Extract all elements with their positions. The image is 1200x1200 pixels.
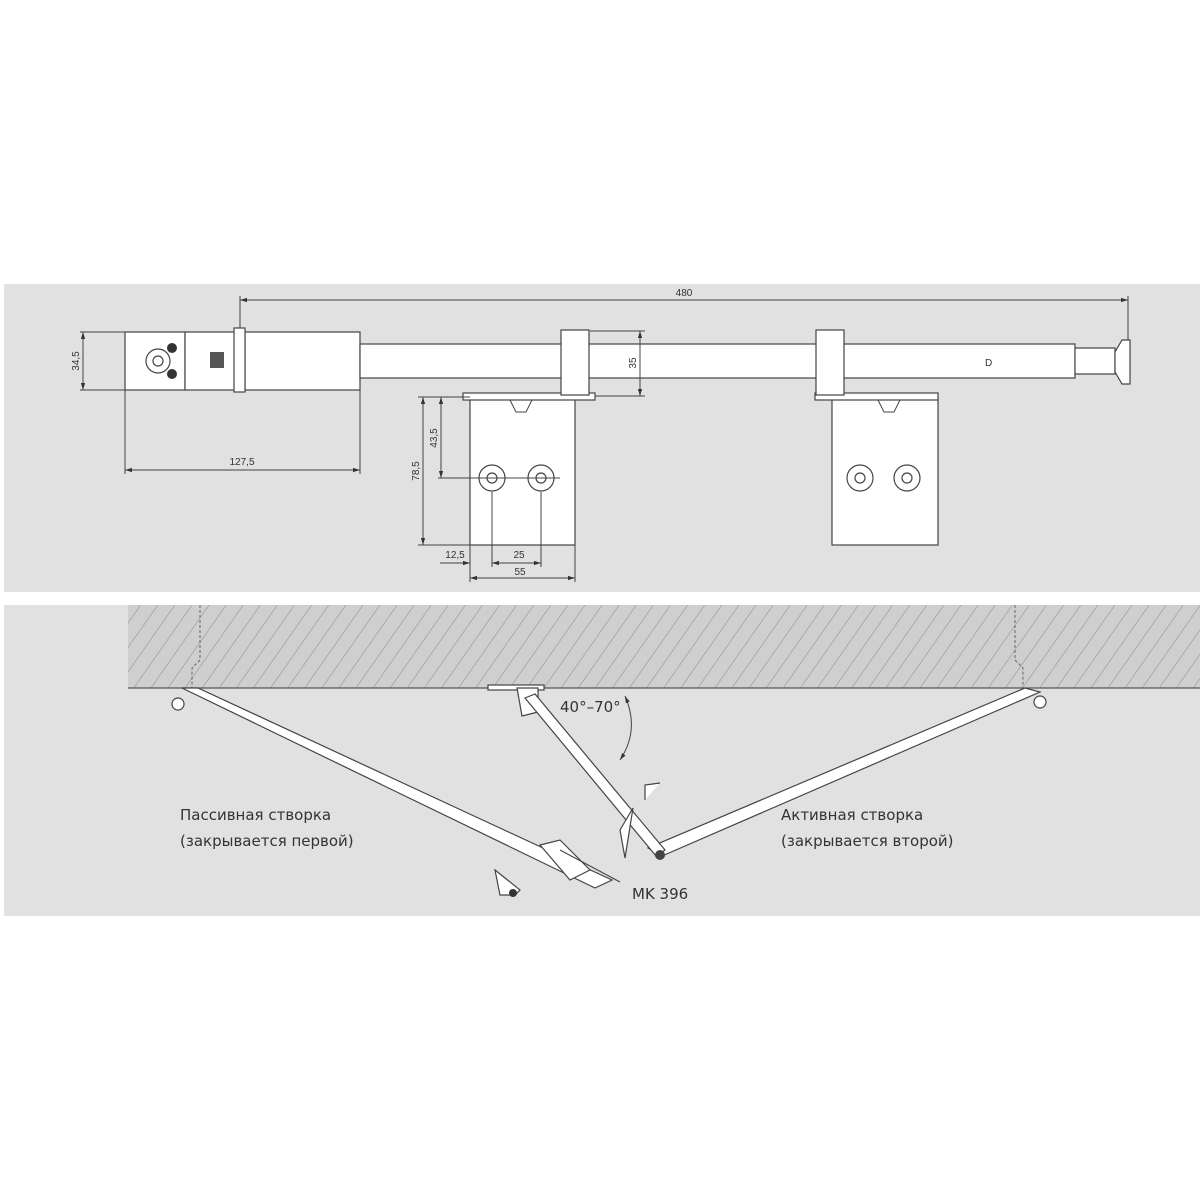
top-view-panel: 480 D [4,284,1200,592]
dimension-bracket-width: 55 [470,545,576,582]
end-mark: D [985,358,992,369]
hinge-left [171,697,185,711]
dimension-hole-spacing: 25 [491,492,542,567]
dimension-hole-offset: 43,5 [429,397,560,479]
svg-text:12,5: 12,5 [445,550,465,561]
coordinator-arm [487,684,666,860]
model-label: MK 396 [632,885,688,903]
passive-leaf-note: (закрывается первой) [180,832,354,850]
plan-view-panel: 40°–70° Пассивная створка (закрывается п… [4,605,1200,916]
dimension-total-length: 480 [239,288,1129,340]
bracket-1 [462,329,596,546]
passive-leaf [181,687,614,889]
dimension-bar-height: 35 [590,330,645,397]
dimension-edge-offset: 12,5 [440,545,471,582]
active-leaf-label: Активная створка [781,806,923,824]
svg-text:40°–70°: 40°–70° [560,698,621,716]
dimension-bracket-height: 78,5 [411,396,470,546]
dimension-height-left: 34,5 [71,331,125,391]
closer-left-assembly [124,327,361,393]
guide-bar [359,343,1076,379]
svg-text:34,5: 34,5 [71,351,82,371]
svg-text:43,5: 43,5 [429,428,440,448]
svg-text:55: 55 [514,567,526,578]
passive-leaf-label: Пассивная створка [180,806,331,824]
bracket-2 [814,329,939,546]
svg-text:35: 35 [628,357,639,369]
angle-indicator: 40°–70° [560,695,632,761]
wall-frame [128,605,1200,688]
hinge-right [1033,695,1047,709]
svg-text:480: 480 [676,288,693,299]
mk396-bracket [494,839,621,897]
svg-text:78,5: 78,5 [411,461,422,481]
svg-text:127,5: 127,5 [229,457,254,468]
svg-text:25: 25 [513,550,525,561]
telescopic-end [1074,347,1116,375]
active-leaf-note: (закрывается второй) [781,832,954,850]
dimension-left-length: 127,5 [124,390,361,474]
